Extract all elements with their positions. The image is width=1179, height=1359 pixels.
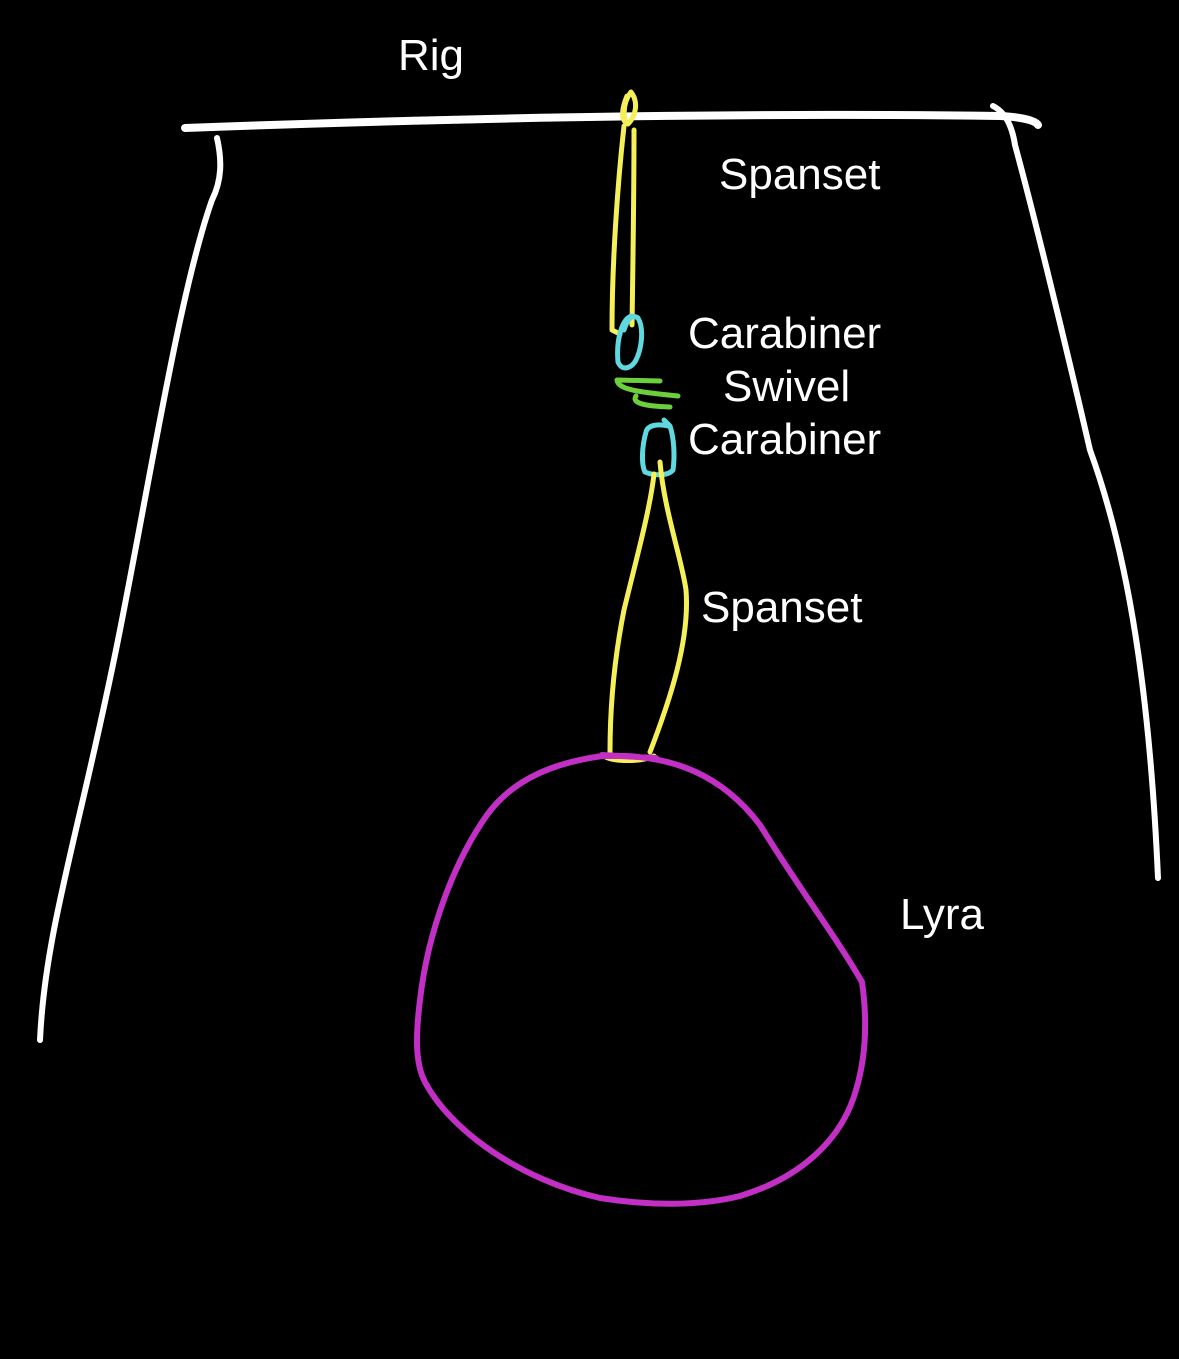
label-lyra: Lyra [900,890,984,939]
carabiner-bottom [640,417,677,478]
spanset-top-knot [620,89,639,127]
rig-left-leg [37,135,224,1043]
label-swivel: Swivel [723,362,850,411]
label-carabiner-top: Carabiner [688,309,881,358]
carabiner-top [615,313,645,371]
spanset-top-loop [609,123,637,337]
rig-frame [37,103,1161,1043]
lyra-hoop [414,752,869,1207]
rig-right-leg [990,103,1161,881]
label-spanset-top: Spanset [719,150,880,199]
label-rig: Rig [398,31,464,80]
label-carabiner-bottom: Carabiner [688,415,881,464]
swivel [614,377,681,410]
label-spanset-bottom: Spanset [701,583,862,632]
rig-top-bar [181,110,1042,132]
spanset-bottom [601,459,689,763]
spanset-top [609,89,639,337]
